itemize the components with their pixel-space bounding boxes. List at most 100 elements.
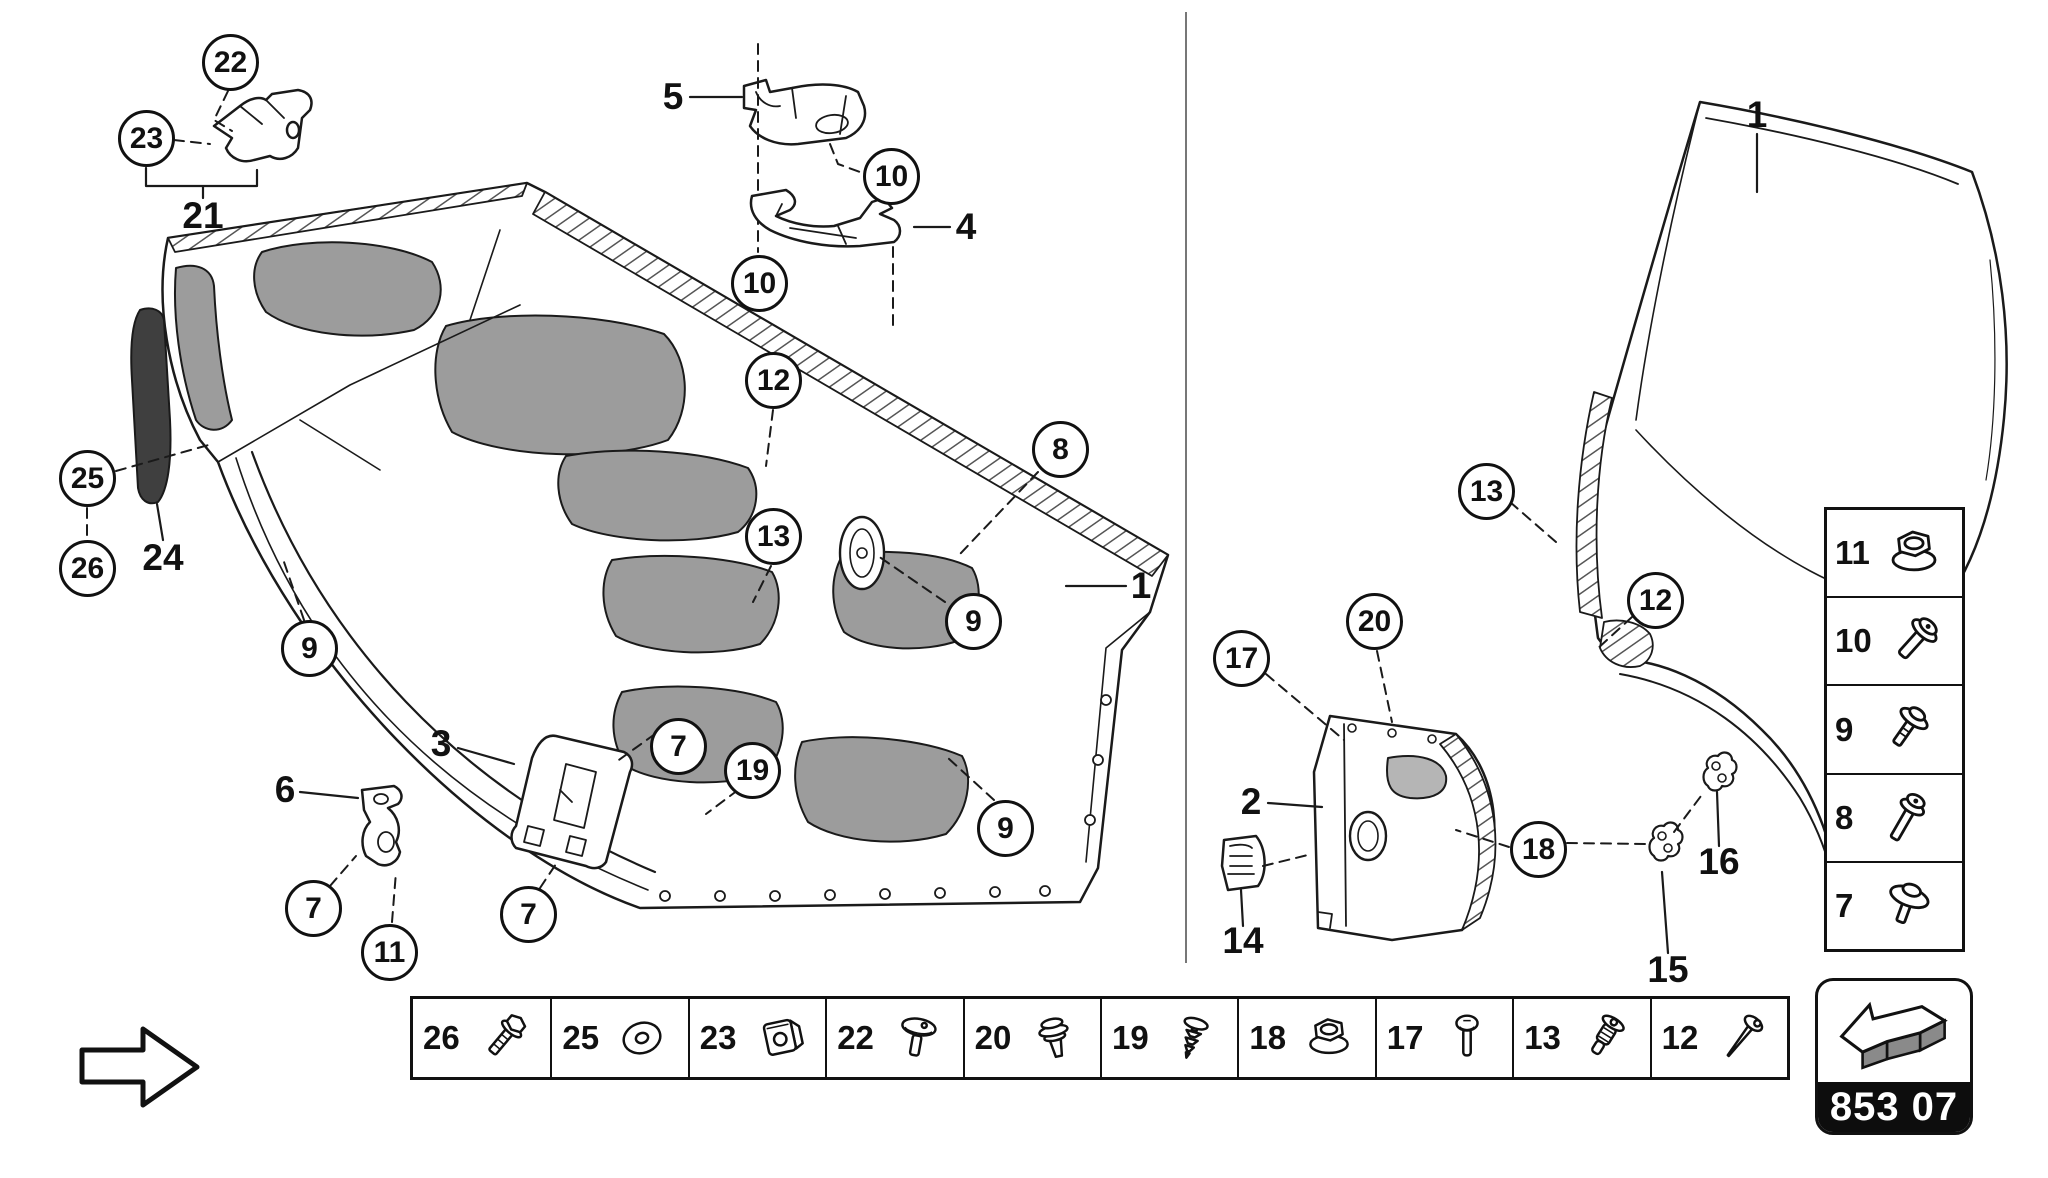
fastener-icon-wrap (1286, 1007, 1373, 1069)
fir-tree-clip-icon (1183, 1016, 1209, 1059)
callout-9[interactable]: 9 (281, 620, 338, 677)
fastener-number: 19 (1111, 1019, 1149, 1056)
fastener-icon-wrap (737, 1007, 824, 1069)
callout-18[interactable]: 18 (1510, 821, 1567, 878)
callout-26[interactable]: 26 (59, 540, 116, 597)
section-badge: 853 07 (1815, 978, 1973, 1135)
callout-12[interactable]: 12 (1627, 572, 1684, 629)
fastener-cell-22: 22 (825, 999, 962, 1077)
fastener-number: 23 (699, 1019, 737, 1056)
fastener-cell-9: 9 (1827, 684, 1962, 772)
grommet-screw-icon (1591, 1014, 1626, 1056)
fastener-icon-wrap (1424, 1007, 1511, 1069)
callout-10[interactable]: 10 (731, 255, 788, 312)
fastener-cell-20: 20 (962, 999, 1100, 1077)
fastener-icon-wrap (1561, 1007, 1648, 1069)
part-label-1[interactable]: 1 (1130, 565, 1152, 606)
callout-13[interactable]: 13 (745, 508, 802, 565)
fastener-cell-12: 12 (1649, 999, 1787, 1077)
fastener-cell-8: 8 (1827, 772, 1962, 861)
fastener-number: 13 (1524, 1019, 1561, 1056)
fastener-number: 26 (423, 1019, 460, 1056)
fastener-icon-wrap (1698, 1007, 1785, 1069)
fastener-cell-19: 19 (1099, 999, 1237, 1077)
expander-rivet-icon (1037, 1017, 1069, 1059)
clip-nut-icon (762, 1018, 804, 1056)
fastener-cell-10: 10 (1827, 596, 1962, 684)
prev-page-arrow-icon (79, 1026, 200, 1108)
pan-screw-icon (1897, 617, 1938, 660)
part-label-1[interactable]: 1 (1746, 94, 1768, 135)
fastener-icon-wrap (1853, 871, 1958, 941)
fastener-cell-25: 25 (550, 999, 687, 1077)
callout-9[interactable]: 9 (977, 800, 1034, 857)
fastener-number: 10 (1835, 622, 1872, 660)
fastener-icon-wrap (599, 1007, 686, 1069)
fastener-icon-wrap (1870, 518, 1958, 588)
callout-12[interactable]: 12 (745, 352, 802, 409)
callout-19[interactable]: 19 (724, 742, 781, 799)
fastener-cell-7: 7 (1827, 860, 1962, 949)
washer-screw-icon (1892, 705, 1929, 747)
fastener-icon-wrap (1149, 1007, 1236, 1069)
callout-10[interactable]: 10 (863, 148, 920, 205)
push-pin-icon (1726, 1014, 1763, 1058)
part-label-21[interactable]: 21 (182, 195, 224, 236)
callout-13[interactable]: 13 (1458, 463, 1515, 520)
flange-nut-icon (1891, 530, 1937, 572)
part-label-14[interactable]: 14 (1222, 920, 1264, 961)
flat-washer-icon (622, 1021, 662, 1055)
fastener-cell-11: 11 (1827, 510, 1962, 596)
flange-nut-icon (1309, 1018, 1350, 1055)
part-label-3[interactable]: 3 (430, 723, 452, 764)
callout-17[interactable]: 17 (1213, 630, 1270, 687)
fastener-cell-17: 17 (1374, 999, 1512, 1077)
part-label-15[interactable]: 15 (1647, 949, 1689, 990)
callout-8[interactable]: 8 (1032, 421, 1089, 478)
big-washer-screw-icon (1888, 882, 1930, 924)
callout-7[interactable]: 7 (500, 886, 557, 943)
part-label-24[interactable]: 24 (142, 537, 184, 578)
fastener-icon-wrap (874, 1007, 961, 1069)
fastener-number: 7 (1835, 886, 1854, 924)
fastener-icon-wrap (1011, 1007, 1098, 1069)
fastener-legend-row: 26 25 23 22 20 19 18 17 13 12 (410, 996, 1790, 1080)
callout-23[interactable]: 23 (118, 110, 175, 167)
fastener-number: 8 (1835, 798, 1854, 836)
fastener-number: 20 (974, 1019, 1012, 1056)
callout-7[interactable]: 7 (650, 718, 707, 775)
callout-7[interactable]: 7 (285, 880, 342, 937)
fastener-number: 22 (837, 1019, 874, 1056)
section-arrow (1818, 981, 1970, 1083)
fastener-cell-13: 13 (1512, 999, 1649, 1077)
direction-arrow-icon (1839, 1001, 1948, 1070)
fastener-legend-column: 11 10 9 8 7 (1824, 507, 1965, 952)
fastener-number: 11 (1835, 534, 1870, 572)
callout-11[interactable]: 11 (361, 924, 418, 981)
dome-screw-icon (1455, 1014, 1479, 1057)
part-label-5[interactable]: 5 (662, 76, 684, 117)
fastener-icon-wrap (1872, 606, 1958, 676)
part-label-2[interactable]: 2 (1240, 781, 1262, 822)
callout-20[interactable]: 20 (1346, 593, 1403, 650)
fastener-cell-23: 23 (687, 999, 825, 1077)
fastener-icon-wrap (1853, 695, 1958, 765)
part-label-4[interactable]: 4 (955, 206, 977, 247)
fastener-number: 17 (1386, 1019, 1424, 1056)
callout-22[interactable]: 22 (202, 34, 259, 91)
fastener-icon-wrap (460, 1007, 549, 1069)
fastener-number: 25 (562, 1019, 600, 1056)
fastener-number: 18 (1249, 1019, 1287, 1056)
callout-25[interactable]: 25 (59, 450, 116, 507)
callout-9[interactable]: 9 (945, 593, 1002, 650)
hex-bolt-icon (488, 1014, 527, 1056)
fastener-cell-26: 26 (413, 999, 550, 1077)
fastener-number: 9 (1835, 710, 1854, 748)
washer-screw-long-icon (1889, 792, 1926, 842)
part-label-16[interactable]: 16 (1698, 841, 1740, 882)
part-label-6[interactable]: 6 (274, 769, 296, 810)
fastener-cell-18: 18 (1237, 999, 1374, 1077)
section-code: 853 07 (1818, 1082, 1970, 1132)
